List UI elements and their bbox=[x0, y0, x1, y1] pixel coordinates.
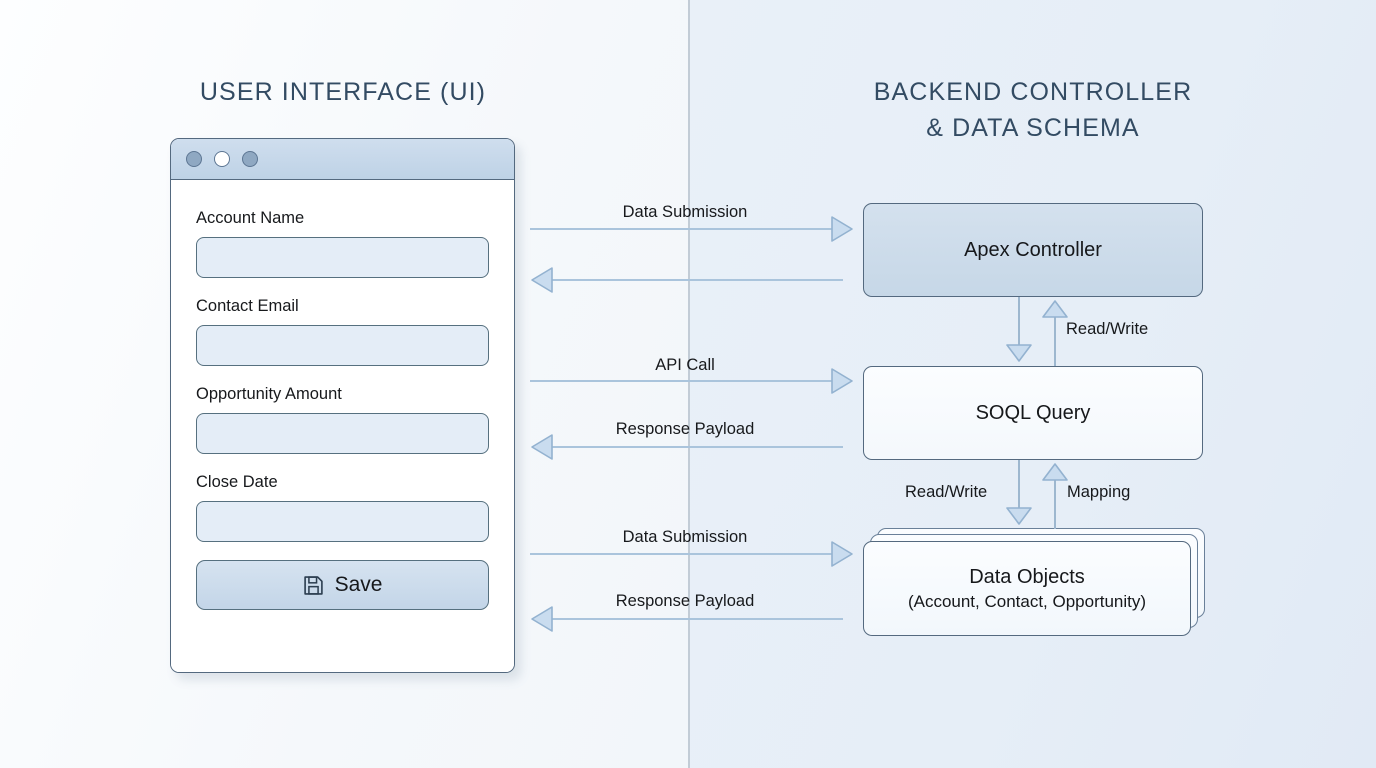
page-title-backend: BACKEND CONTROLLER & DATA SCHEMA bbox=[833, 74, 1233, 146]
node-soql-query[interactable]: SOQL Query bbox=[863, 366, 1203, 460]
page-title-user-interface: USER INTERFACE (UI) bbox=[199, 78, 487, 106]
label-contact-email: Contact Email bbox=[196, 297, 299, 315]
minimize-dot-icon[interactable] bbox=[214, 151, 230, 167]
label-account-name: Account Name bbox=[196, 209, 305, 227]
flow-label-mapping: Mapping bbox=[1067, 483, 1131, 501]
field-group-contact-email: Contact Email bbox=[196, 296, 489, 366]
flow-label-read-write-lower: Read/Write bbox=[905, 483, 988, 501]
field-group-close-date: Close Date bbox=[196, 472, 489, 542]
save-button-label: Save bbox=[334, 573, 383, 596]
save-button[interactable]: Save bbox=[196, 560, 489, 610]
input-close-date[interactable] bbox=[196, 501, 489, 542]
backend-title-line-1: BACKEND CONTROLLER bbox=[873, 78, 1193, 106]
close-dot-icon[interactable] bbox=[186, 151, 202, 167]
node-data-objects-stack[interactable]: Data Objects (Account, Contact, Opportun… bbox=[863, 528, 1205, 636]
flow-label-response-payload-1: Response Payload bbox=[615, 420, 755, 438]
field-group-account-name: Account Name bbox=[196, 208, 489, 278]
flow-label-data-submission-2: Data Submission bbox=[622, 528, 748, 546]
input-opportunity-amount[interactable] bbox=[196, 413, 489, 454]
node-data-objects-sublabel: (Account, Contact, Opportunity) bbox=[907, 591, 1147, 611]
node-apex-controller[interactable]: Apex Controller bbox=[863, 203, 1203, 297]
backend-title-line-2: & DATA SCHEMA bbox=[926, 114, 1140, 142]
flow-label-data-submission-1: Data Submission bbox=[622, 203, 748, 221]
stack-card-front: Data Objects (Account, Contact, Opportun… bbox=[863, 541, 1191, 636]
field-group-opportunity-amount: Opportunity Amount bbox=[196, 384, 489, 454]
floppy-disk-save-icon bbox=[303, 575, 324, 596]
vertical-divider bbox=[688, 0, 690, 768]
browser-window-mock: Account Name Contact Email Opportunity A… bbox=[170, 138, 515, 673]
node-apex-controller-label: Apex Controller bbox=[964, 238, 1102, 261]
label-opportunity-amount: Opportunity Amount bbox=[196, 385, 342, 403]
form-body: Account Name Contact Email Opportunity A… bbox=[171, 180, 514, 672]
input-account-name[interactable] bbox=[196, 237, 489, 278]
input-contact-email[interactable] bbox=[196, 325, 489, 366]
flow-label-api-call: API Call bbox=[655, 356, 715, 374]
window-titlebar bbox=[171, 139, 514, 180]
flow-label-read-write-upper: Read/Write bbox=[1066, 320, 1149, 338]
node-data-objects-label: Data Objects bbox=[969, 565, 1085, 588]
flow-label-response-payload-2: Response Payload bbox=[615, 592, 755, 610]
maximize-dot-icon[interactable] bbox=[242, 151, 258, 167]
node-soql-query-label: SOQL Query bbox=[975, 401, 1091, 424]
label-close-date: Close Date bbox=[196, 473, 278, 491]
